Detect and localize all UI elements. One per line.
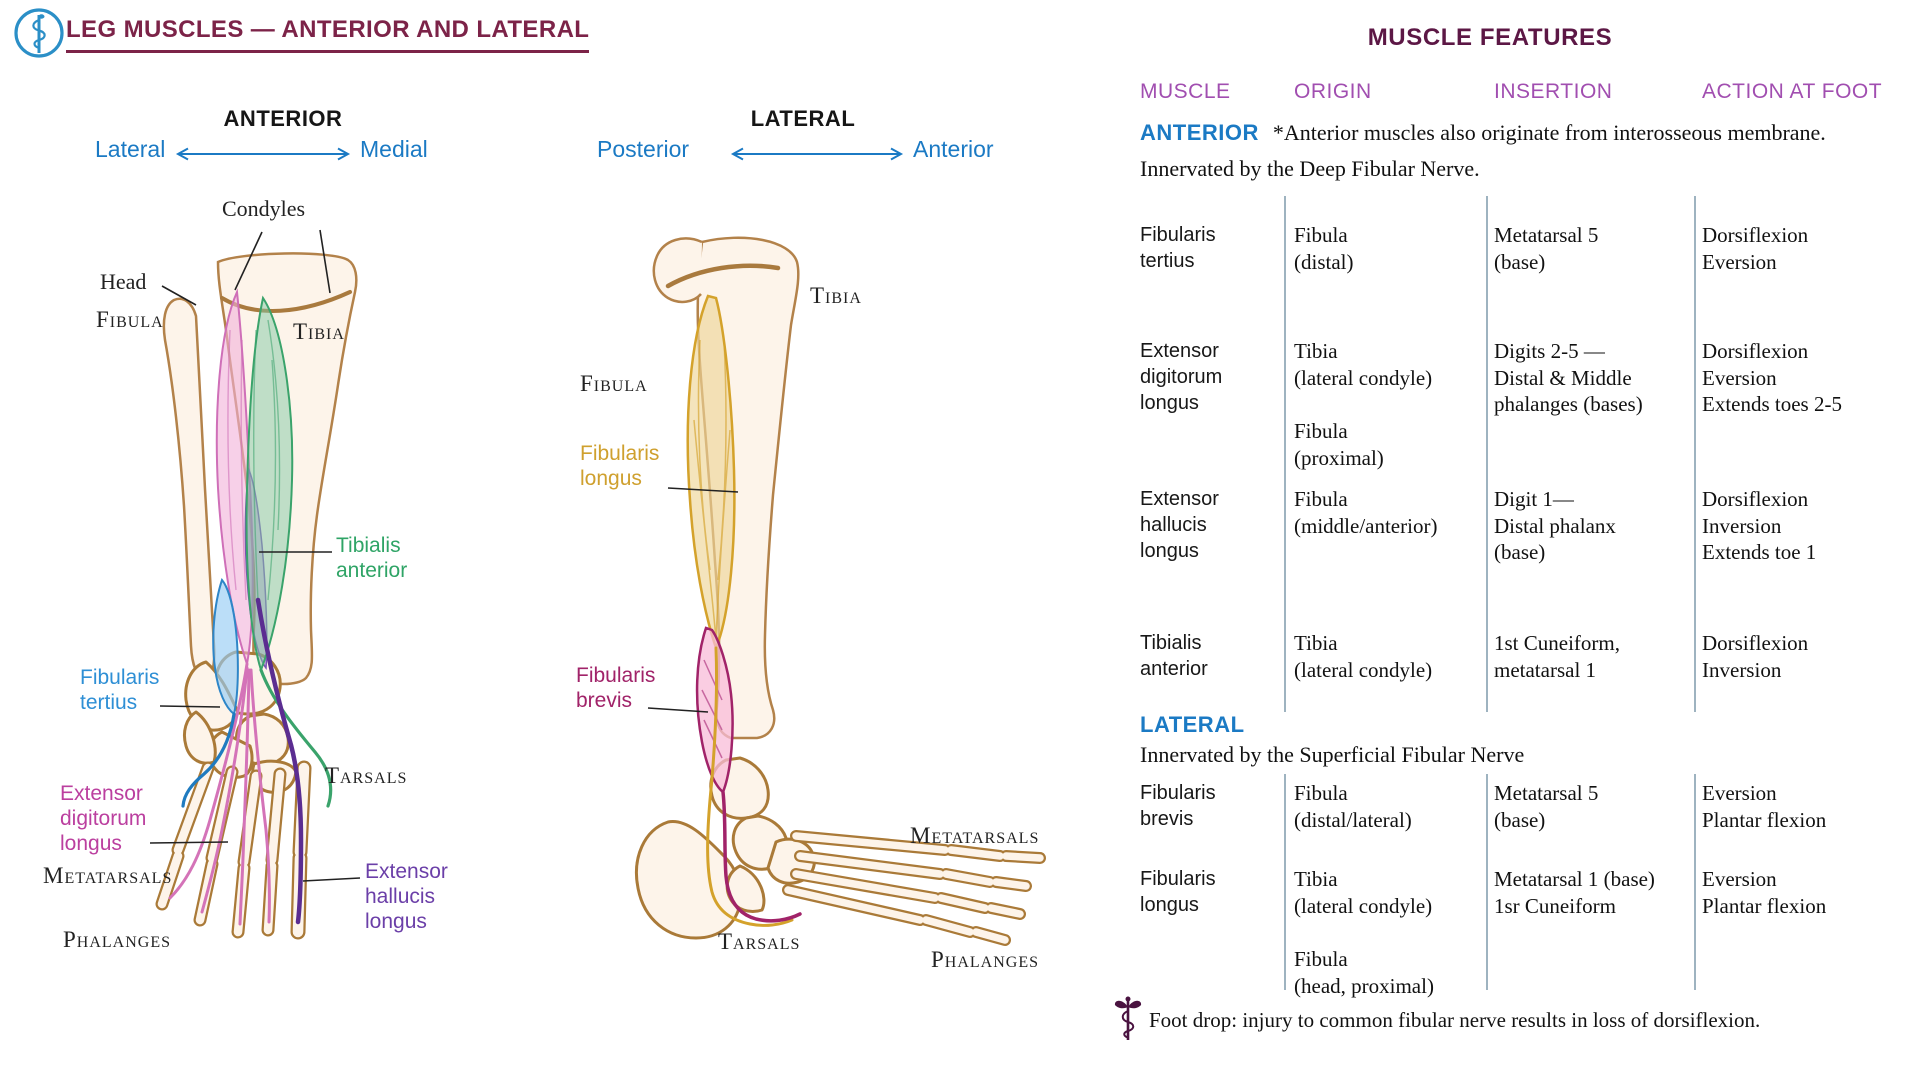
direction-label-anterior: Anterior [913,136,994,162]
cell-insertion: 1st Cuneiform, metatarsal 1 [1494,631,1620,682]
cell-origin: Fibula (middle/anterior) [1294,487,1438,538]
table-title: MUSCLE FEATURES [1367,24,1613,51]
column-header-origin: ORIGIN [1294,80,1372,103]
cell-insertion: Digits 2-5 — Distal & Middle phalanges (… [1494,339,1643,417]
cell-action: Dorsiflexion Eversion Extends toes 2-5 [1702,339,1842,417]
table-row: Extensor hallucis longus Fibula (middle/… [1140,486,1920,630]
phalanges-label-anterior: Phalanges [63,927,172,952]
column-header-action: ACTION AT FOOT [1702,80,1883,103]
fibula-label-lateral: Fibula [580,371,648,396]
column-divider [1694,196,1696,712]
leg-illustrations [149,229,1046,946]
anterior-view-title: ANTERIOR [223,106,343,131]
cell-muscle: Tibialis anterior [1140,632,1208,680]
column-divider [1284,196,1286,712]
tarsals-label-anterior: Tarsals [325,763,408,788]
fibula-label-anterior: Fibula [96,307,164,332]
metatarsals-label-lateral: Metatarsals [910,823,1040,848]
column-divider [1486,774,1488,990]
table-row: Fibularis longus Tibia (lateral condyle)… [1140,866,1920,999]
page-title: LEG MUSCLES — ANTERIOR AND LATERAL [66,16,590,53]
section-note-innervation: Innervated by the Superficial Fibular Ne… [1140,742,1525,767]
tibialis-anterior-label: Tibialis anterior [336,534,408,582]
cell-insertion: Metatarsal 1 (base) 1sr Cuneiform [1494,867,1655,918]
cell-muscle: Extensor digitorum longus [1140,340,1223,414]
metatarsals-label-anterior: Metatarsals [43,863,173,888]
section-name: LATERAL [1140,712,1245,737]
footnote: Foot drop: injury to common fibular nerv… [1113,994,1760,1044]
tibia-label-lateral: Tibia [810,283,862,308]
section-note-innervation: Innervated by the Deep Fibular Nerve. [1140,156,1480,181]
head-label: Head [100,269,147,294]
footnote-text: Foot drop: injury to common fibular nerv… [1149,1008,1761,1032]
column-divider [1284,774,1286,990]
cell-muscle: Fibularis tertius [1140,224,1216,272]
section-header-lateral: LATERAL [1140,712,1245,738]
cell-insertion: Digit 1— Distal phalanx (base) [1494,487,1616,565]
lateral-leg-illustration [635,236,1046,946]
table-row: Fibularis tertius Fibula (distal) Metata… [1140,196,1920,338]
cell-muscle: Fibularis brevis [1140,782,1216,830]
caduceus-icon [1113,994,1143,1044]
column-divider [1694,774,1696,990]
cell-action: Eversion Plantar flexion [1702,867,1827,918]
anterior-rows: Fibularis tertius Fibula (distal) Metata… [1140,196,1920,712]
cell-origin: Fibula (distal) [1294,223,1354,274]
double-arrow-icon [172,146,354,162]
cell-origin: Fibula (distal/lateral) [1294,781,1412,832]
section-name: ANTERIOR [1140,120,1259,145]
extensor-hallucis-longus-label: Extensor hallucis longus [365,860,448,933]
cell-origin: Tibia (lateral condyle) [1294,631,1433,682]
cell-action: Dorsiflexion Eversion [1702,223,1809,274]
direction-label-posterior: Posterior [597,136,690,162]
lateral-view-title: LATERAL [750,106,856,131]
section-header-anterior: ANTERIOR *Anterior muscles also originat… [1140,120,1826,146]
table-row: Fibularis brevis Fibula (distal/lateral)… [1140,774,1920,866]
cell-action: Dorsiflexion Inversion Extends toe 1 [1702,487,1817,565]
section-note-inline: *Anterior muscles also originate from in… [1272,120,1826,145]
direction-label-medial: Medial [360,136,428,162]
cell-insertion: Metatarsal 5 (base) [1494,781,1599,832]
fibularis-brevis-label: Fibularis brevis [576,664,656,712]
cell-action: Dorsiflexion Inversion [1702,631,1809,682]
cell-action: Eversion Plantar flexion [1702,781,1827,832]
muscle-features-table: MUSCLE FEATURES MUSCLE ORIGIN INSERTION … [1140,0,1920,1080]
extensor-digitorum-longus-label: Extensor digitorum longus [60,782,147,855]
cell-origin: Tibia (lateral condyle) Fibula (head, pr… [1294,867,1434,998]
column-divider [1486,196,1488,712]
condyles-label: Condyles [222,196,306,221]
direction-label-lateral: Lateral [95,136,166,162]
cell-insertion: Metatarsal 5 (base) [1494,223,1599,274]
column-header-insertion: INSERTION [1494,80,1613,103]
cell-muscle: Extensor hallucis longus [1140,488,1219,562]
lateral-rows: Fibularis brevis Fibula (distal/lateral)… [1140,774,1920,998]
anterior-leg-illustration [149,229,361,940]
fibularis-tertius-label: Fibularis tertius [80,666,160,714]
fibularis-longus-label: Fibularis longus [580,442,660,490]
asclepius-staff-icon [12,6,66,60]
double-arrow-icon [727,146,907,162]
phalanges-label-lateral: Phalanges [931,947,1040,972]
cell-origin: Tibia (lateral condyle) Fibula (proximal… [1294,339,1433,470]
column-header-muscle: MUSCLE [1140,80,1231,103]
table-column-headers: MUSCLE ORIGIN INSERTION ACTION AT FOOT [1140,80,1920,104]
tarsals-label-lateral: Tarsals [718,929,801,954]
table-row: Extensor digitorum longus Tibia (lateral… [1140,338,1920,486]
tibia-label-anterior: Tibia [293,319,345,344]
table-row: Tibialis anterior Tibia (lateral condyle… [1140,630,1920,712]
cell-muscle: Fibularis longus [1140,868,1216,916]
